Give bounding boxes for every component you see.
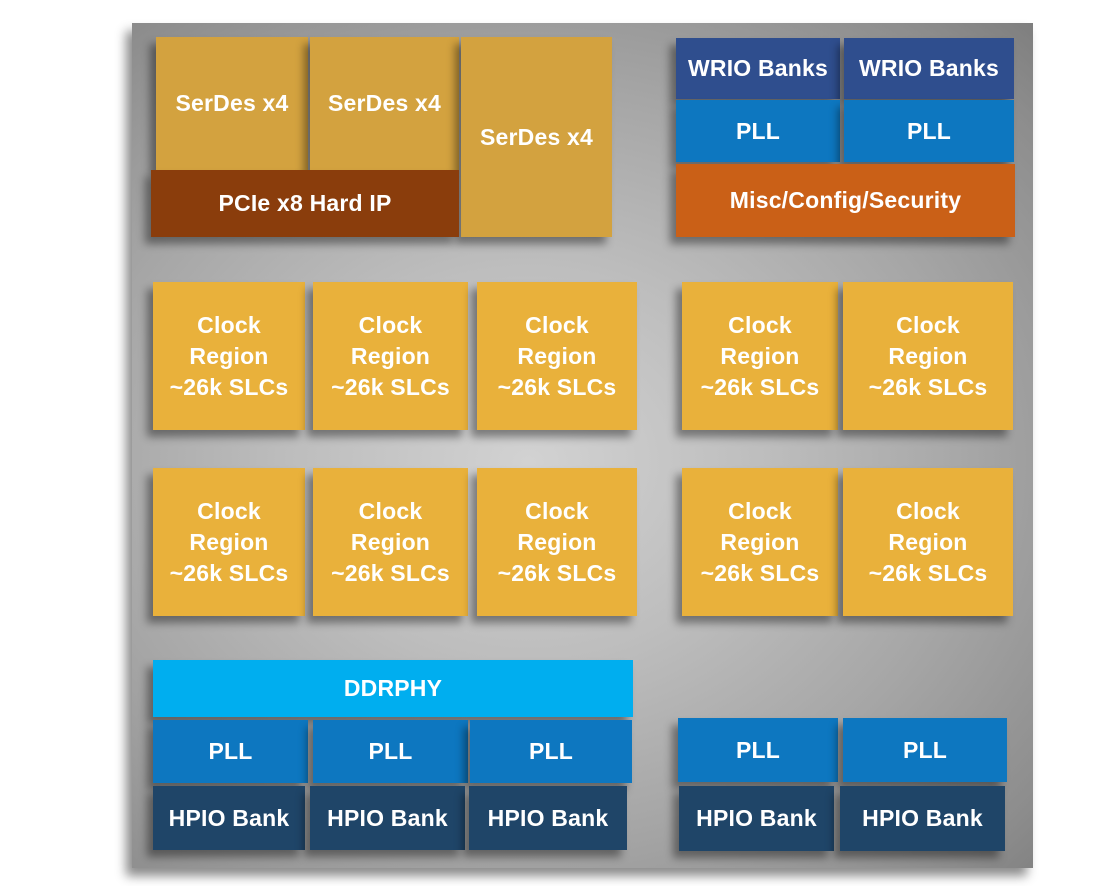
- clock-region-block-7: Clock Region ~26k SLCs: [313, 468, 468, 616]
- serdes-block-2: SerDes x4: [310, 37, 459, 170]
- clock-region-block-1: Clock Region ~26k SLCs: [153, 282, 305, 430]
- hpio-bank-block-1: HPIO Bank: [153, 786, 305, 850]
- die-background-panel: SerDes x4 SerDes x4 SerDes x4 PCIe x8 Ha…: [132, 23, 1033, 868]
- pcie-hard-ip-block: PCIe x8 Hard IP: [151, 170, 459, 237]
- pll-block-top-right-2: PLL: [844, 100, 1014, 162]
- hpio-bank-block-4: HPIO Bank: [679, 786, 834, 851]
- pll-block-bottom-left-1: PLL: [153, 720, 308, 783]
- hpio-bank-block-3: HPIO Bank: [469, 786, 627, 850]
- clock-region-block-8: Clock Region ~26k SLCs: [477, 468, 637, 616]
- ddrphy-block: DDRPHY: [153, 660, 633, 717]
- pll-block-bottom-right-1: PLL: [678, 718, 838, 782]
- pll-block-bottom-right-2: PLL: [843, 718, 1007, 782]
- clock-region-block-9: Clock Region ~26k SLCs: [682, 468, 838, 616]
- serdes-block-3: SerDes x4: [461, 37, 612, 237]
- clock-region-block-3: Clock Region ~26k SLCs: [477, 282, 637, 430]
- serdes-block-1: SerDes x4: [156, 37, 308, 170]
- hpio-bank-block-2: HPIO Bank: [310, 786, 465, 850]
- pll-block-top-right-1: PLL: [676, 100, 840, 162]
- pll-block-bottom-left-3: PLL: [470, 720, 632, 783]
- wrio-banks-block-2: WRIO Banks: [844, 38, 1014, 99]
- misc-config-security-block: Misc/Config/Security: [676, 164, 1015, 237]
- wrio-banks-block-1: WRIO Banks: [676, 38, 840, 99]
- clock-region-block-2: Clock Region ~26k SLCs: [313, 282, 468, 430]
- clock-region-block-10: Clock Region ~26k SLCs: [843, 468, 1013, 616]
- clock-region-block-6: Clock Region ~26k SLCs: [153, 468, 305, 616]
- clock-region-block-4: Clock Region ~26k SLCs: [682, 282, 838, 430]
- clock-region-block-5: Clock Region ~26k SLCs: [843, 282, 1013, 430]
- pll-block-bottom-left-2: PLL: [313, 720, 468, 783]
- hpio-bank-block-5: HPIO Bank: [840, 786, 1005, 851]
